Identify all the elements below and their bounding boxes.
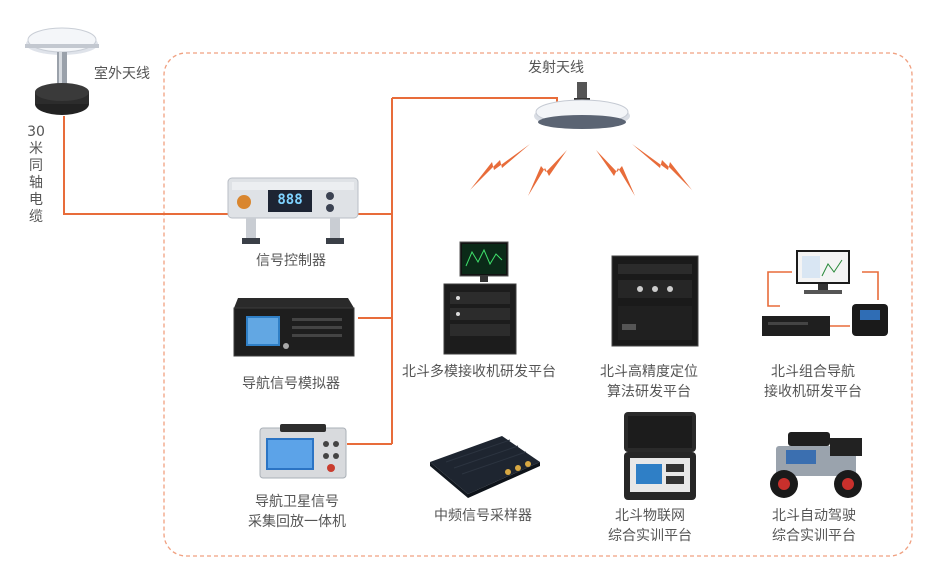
if-sampler-device — [430, 436, 540, 498]
signal-bolts — [470, 144, 692, 196]
iot-platform-device — [624, 412, 696, 500]
signal-controller-device — [227, 177, 359, 244]
autonomous-driving-platform-label: 北斗自动驾驶 综合实训平台 — [772, 508, 856, 544]
multimode-receiver-platform-label: 北斗多模接收机研发平台 — [402, 364, 556, 380]
multimode-receiver-platform-device — [443, 241, 517, 355]
nav-simulator-device — [233, 298, 355, 357]
autonomous-driving-platform-device — [770, 432, 862, 498]
outdoor-antenna-icon — [25, 27, 99, 115]
integrated-nav-platform-device — [762, 250, 888, 336]
integrated-nav-platform-label: 北斗组合导航 接收机研发平台 — [764, 364, 862, 400]
controller-readout: 888 — [277, 192, 303, 208]
coax-cable-label: 30 米 同 轴 电 缆 — [27, 124, 45, 225]
record-replay-label: 导航卫星信号 采集回放一体机 — [248, 494, 346, 530]
high-precision-platform-device — [611, 255, 699, 347]
iot-platform-label: 北斗物联网 综合实训平台 — [608, 508, 692, 544]
record-replay-device — [259, 424, 347, 479]
transmit-antenna-icon — [534, 82, 630, 129]
high-precision-platform-label: 北斗高精度定位 算法研发平台 — [600, 364, 698, 400]
if-sampler-label: 中频信号采样器 — [434, 508, 532, 524]
transmit-antenna-label: 发射天线 — [528, 60, 584, 76]
system-boundary-frame — [163, 52, 913, 557]
coax-cable-line — [63, 116, 232, 215]
nav-simulator-label: 导航信号模拟器 — [242, 376, 340, 392]
outdoor-antenna-label: 室外天线 — [94, 66, 150, 82]
signal-controller-label: 信号控制器 — [256, 253, 326, 269]
